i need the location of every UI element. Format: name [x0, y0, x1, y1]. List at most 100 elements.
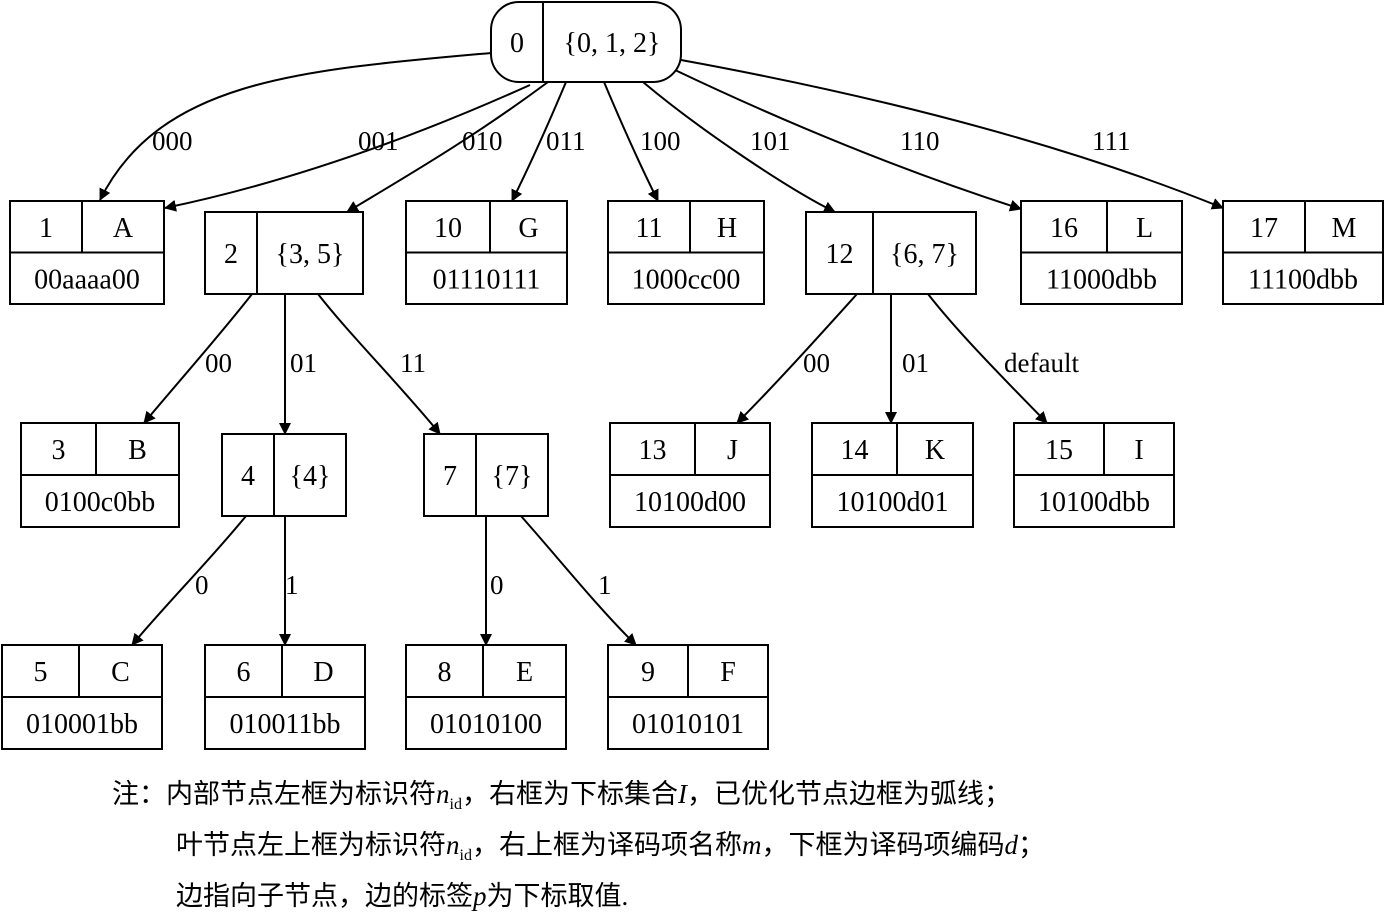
edge: 1: [520, 515, 637, 646]
node-name: F: [720, 657, 736, 688]
edge: 101: [642, 81, 836, 213]
node-code: 10100dbb: [1038, 487, 1150, 518]
leaf-node: 8 E 01010100: [405, 644, 567, 750]
edge-label: 1: [285, 570, 299, 600]
edge-arrow: [736, 293, 858, 424]
edge-label: 101: [750, 126, 791, 156]
edge: 11: [317, 293, 441, 435]
node-id: 8: [438, 657, 452, 688]
edge-arrow: [603, 81, 659, 202]
edge-label: 100: [640, 126, 681, 156]
edge-label: 0: [490, 570, 504, 600]
edge: 111: [680, 59, 1224, 210]
edge-label: 1: [598, 570, 612, 600]
edge: 1: [279, 516, 299, 646]
node-name: C: [111, 657, 130, 688]
edge-arrow: [674, 69, 1022, 212]
node-code: 10100d01: [837, 487, 949, 518]
node-index-set: {3, 5}: [276, 239, 345, 270]
node-name: L: [1136, 213, 1153, 244]
note-text: ，右框为下标集合: [461, 779, 678, 809]
edge-arrow: [317, 293, 441, 435]
note-line-2: 叶节点左上框为标识符nid，右上框为译码项名称m，下框为译码项编码d；: [112, 825, 1045, 876]
node-id: 1: [39, 213, 53, 244]
node-code: 0100c0bb: [45, 487, 155, 518]
node-code: 10100d00: [634, 487, 746, 518]
node-id: 11: [636, 213, 663, 244]
node-id: 14: [841, 435, 869, 466]
node-name: B: [128, 435, 147, 466]
node-name: M: [1332, 213, 1357, 244]
edge: 01: [885, 294, 929, 424]
edge-label: 01: [290, 348, 317, 378]
edge-arrow: [99, 52, 492, 201]
internal-node: 0{0, 1, 2}: [490, 1, 682, 83]
node-id: 13: [639, 435, 667, 466]
note-text: ；: [1017, 830, 1045, 860]
edge: 110: [674, 69, 1022, 212]
note-var: I: [677, 779, 687, 809]
node-id: 16: [1050, 213, 1078, 244]
node-code: 010011bb: [230, 709, 341, 740]
edge-arrow: [131, 515, 247, 646]
node-code: 1000cc00: [632, 264, 741, 295]
node-index-set: {4}: [290, 461, 331, 492]
edge-arrow: [164, 84, 531, 212]
note-text: 内部节点左框为标识符: [166, 779, 436, 809]
edge: 011: [511, 81, 586, 202]
node-code: 01010100: [430, 709, 542, 740]
node-id: 2: [224, 239, 238, 270]
edge: 0: [480, 516, 504, 646]
edge-arrow: [143, 293, 253, 424]
leaf-node: 6 D 010011bb: [204, 644, 366, 750]
edge-label: 00: [205, 348, 232, 378]
internal-node: 7 {7}: [423, 433, 549, 517]
note-sub: id: [459, 847, 472, 864]
edge-label: 001: [358, 126, 399, 156]
node-id: 7: [443, 461, 457, 492]
note-var: p: [473, 881, 487, 911]
edge-label: 010: [462, 126, 503, 156]
edge-label: 111: [1092, 126, 1131, 156]
note-var: n: [446, 830, 460, 860]
edge-arrow: [520, 515, 637, 646]
node-name: E: [516, 657, 533, 688]
node-index-set: {0, 1, 2}: [564, 28, 661, 59]
edge-arrow: [642, 81, 836, 213]
node-code: 00aaaa00: [34, 264, 140, 295]
node-id: 9: [641, 657, 655, 688]
node-id: 3: [52, 435, 66, 466]
leaf-node: 16 L 11000dbb: [1020, 200, 1183, 305]
node-name: D: [313, 657, 333, 688]
edge-label: 11: [400, 348, 426, 378]
edge-label: 0: [195, 570, 209, 600]
node-name: G: [518, 213, 538, 244]
node-code: 11000dbb: [1046, 264, 1157, 295]
node-index-set: {7}: [492, 461, 533, 492]
internal-node: 12{6, 7}: [805, 211, 977, 295]
note-text: 为下标取值.: [486, 881, 629, 911]
node-code: 11100dbb: [1248, 264, 1358, 295]
edge-label: default: [1004, 348, 1079, 378]
edge: 00: [143, 293, 253, 424]
figure-note: 注：内部节点左框为标识符nid，右框为下标集合I，已优化节点边框为弧线； 叶节点…: [112, 774, 1045, 916]
internal-node: 4{4}: [221, 433, 347, 517]
edge-arrow: [511, 81, 567, 202]
edge-label: 110: [900, 126, 940, 156]
node-id: 6: [237, 657, 251, 688]
note-text: 叶节点左上框为标识符: [176, 830, 446, 860]
edge: default: [927, 293, 1079, 424]
node-id: 5: [34, 657, 48, 688]
node-name: A: [113, 213, 134, 244]
node-index-set: {6, 7}: [890, 239, 959, 270]
node-border: [221, 433, 347, 517]
